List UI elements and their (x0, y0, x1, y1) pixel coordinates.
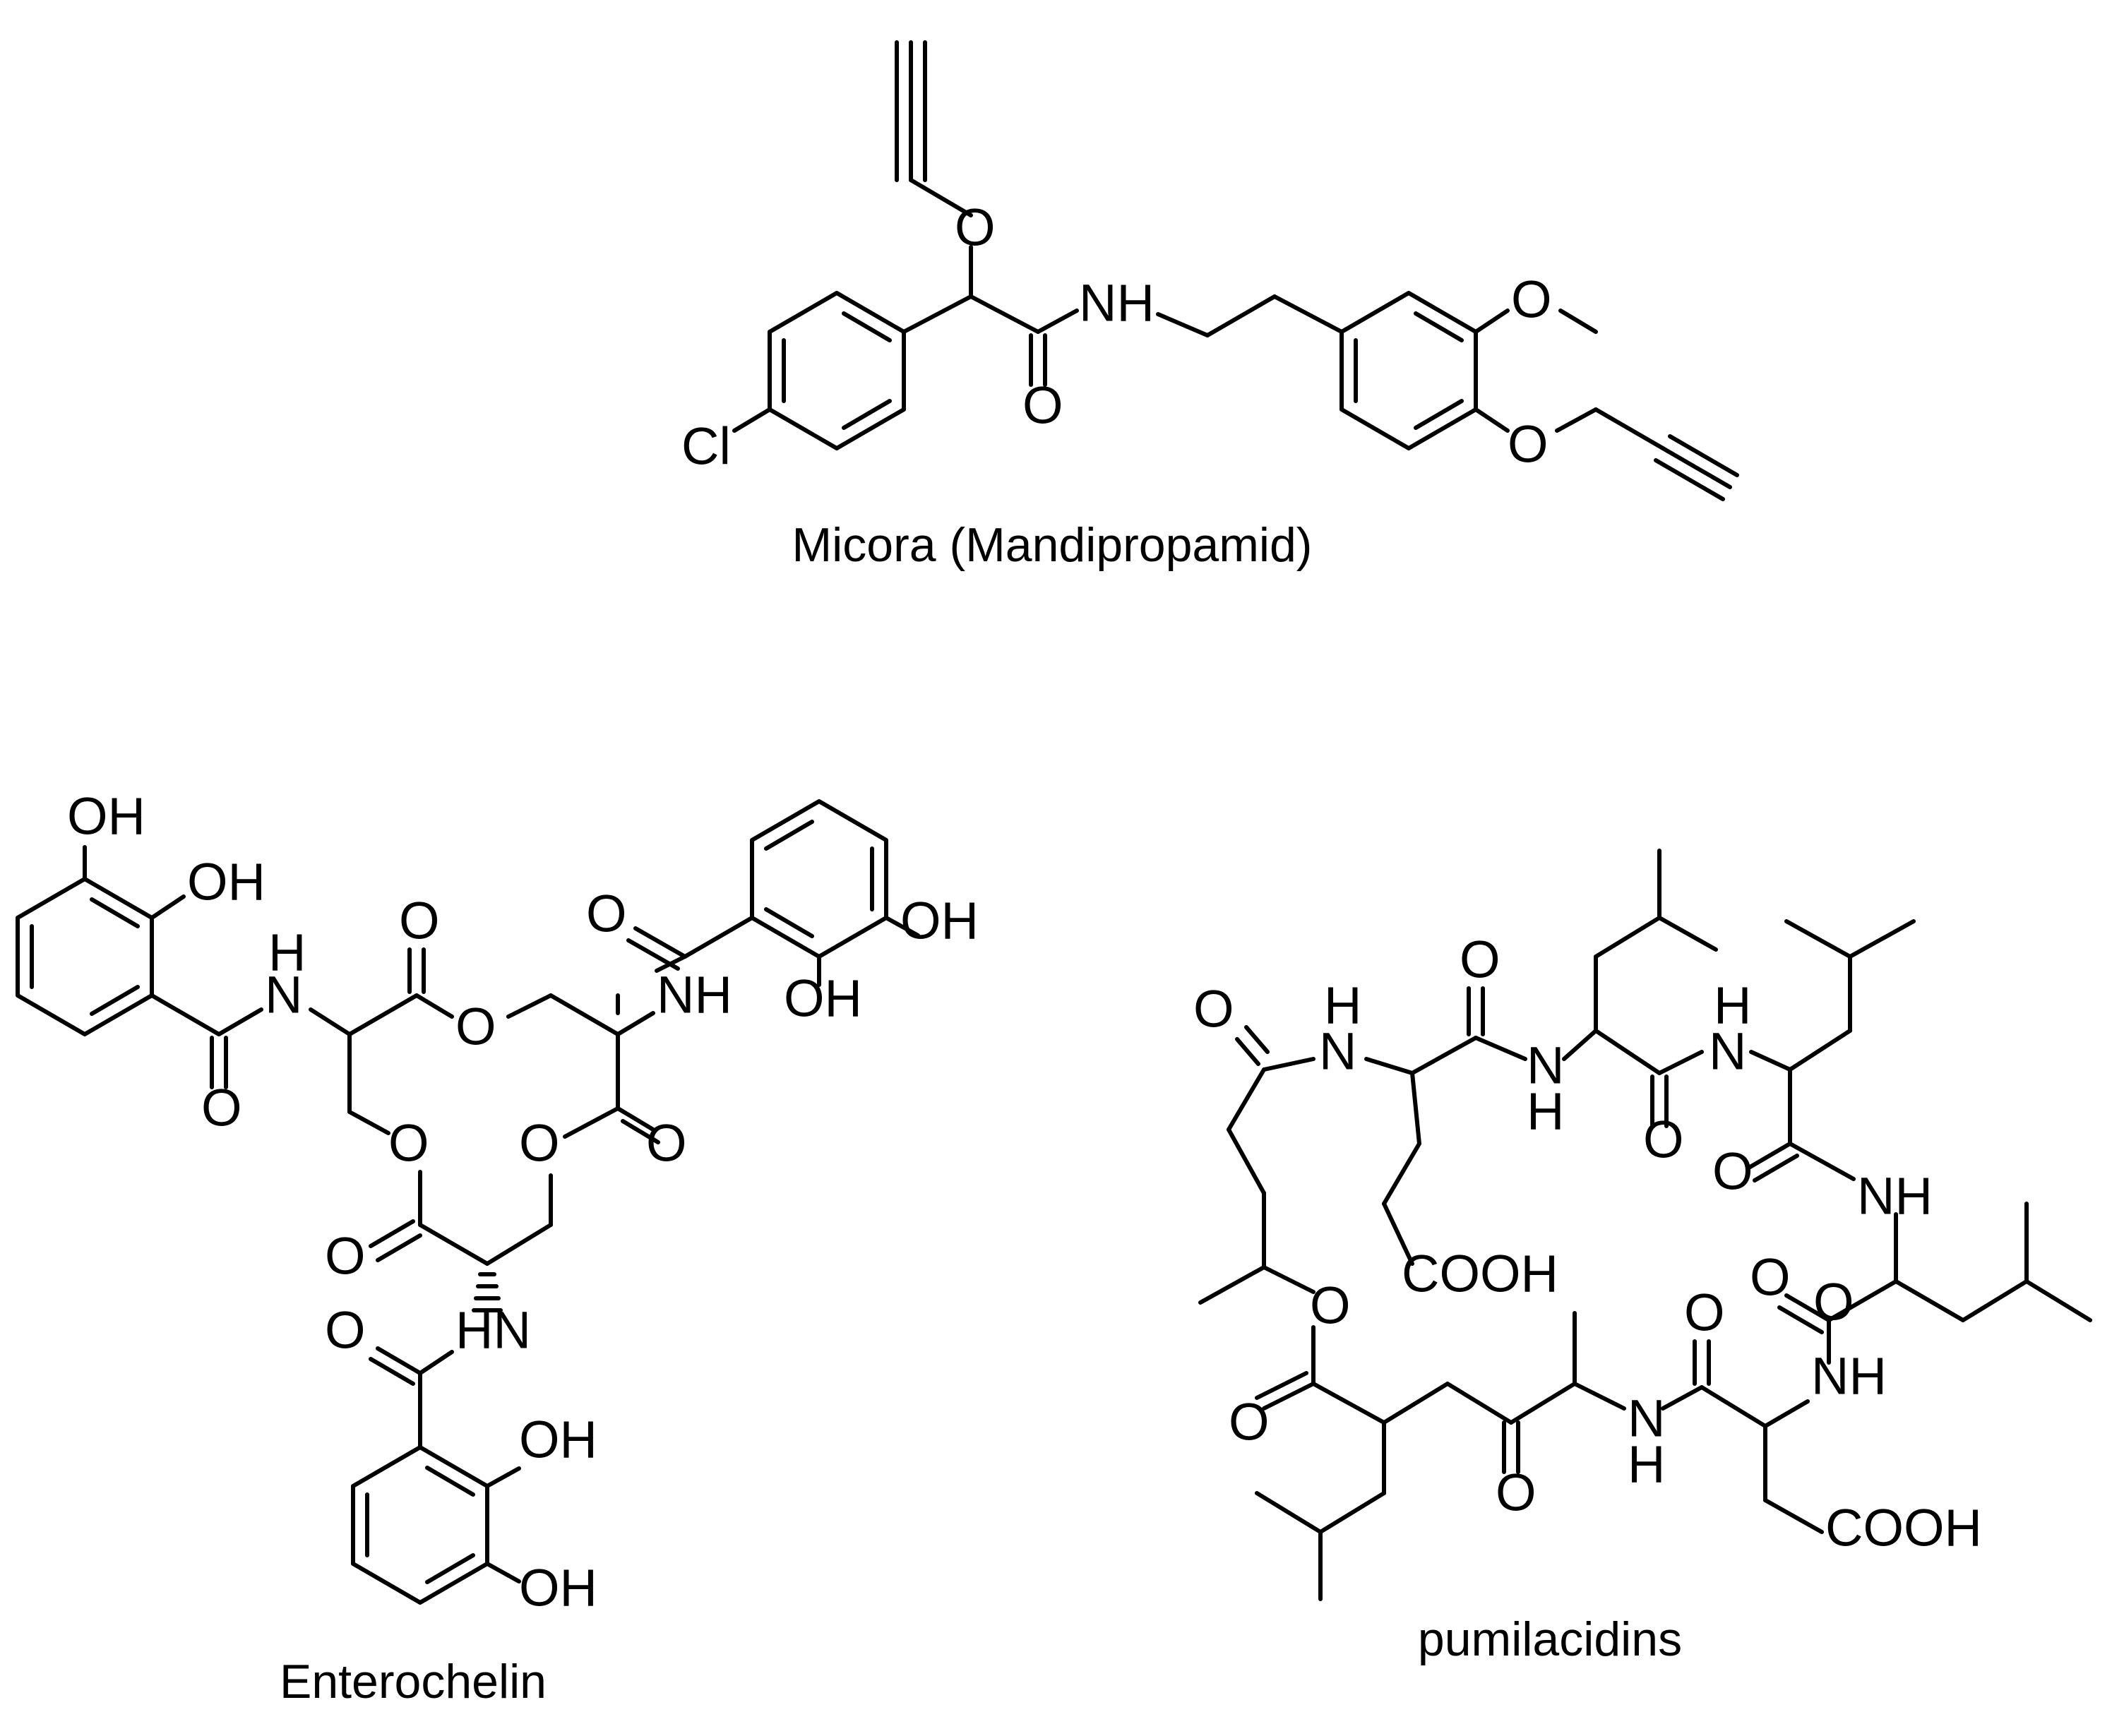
atom-o: O (1712, 1142, 1753, 1201)
atom-nh: NH (657, 966, 732, 1024)
atom-oh: OH (67, 787, 145, 846)
atom-h: H (1628, 1435, 1665, 1494)
atom-o: O (455, 998, 496, 1056)
atom-o: O (1193, 980, 1234, 1038)
atom-n: N (265, 966, 302, 1024)
atom-oh: OH (900, 892, 979, 950)
atom-o: O (519, 1114, 560, 1173)
molecule-mandipropamid: O NH O Cl O O Micora (Mandipropamid) (681, 40, 1739, 572)
atom-o: O (1813, 1273, 1854, 1331)
atom-o: O (1750, 1248, 1791, 1307)
atom-cooh: COOH (1825, 1499, 1982, 1557)
atom-nh: NH (1811, 1347, 1887, 1406)
atom-o: O (1511, 270, 1552, 329)
atom-o: O (325, 1301, 366, 1360)
molecule-pumilacidins: O H N O N H H N O O NH COOH O O O O O N … (1193, 849, 2092, 1666)
atom-h: H (1324, 976, 1361, 1035)
atom-o: O (1022, 376, 1063, 435)
caption-mandipropamid: Micora (Mandipropamid) (792, 518, 1313, 572)
atom-o: O (388, 1114, 429, 1173)
atom-o: O (586, 885, 627, 943)
atom-o: O (399, 892, 440, 950)
atom-h: H (1714, 976, 1751, 1035)
atom-oh: OH (784, 969, 862, 1028)
atom-o: O (1643, 1111, 1684, 1169)
atom-o: O (325, 1227, 366, 1286)
atom-o: O (1684, 1283, 1725, 1342)
atom-o: O (1229, 1393, 1270, 1451)
atom-n: N (1527, 1036, 1564, 1095)
atom-oh: OH (187, 853, 266, 911)
atom-oh: OH (519, 1559, 597, 1617)
caption-pumilacidins: pumilacidins (1418, 1612, 1682, 1666)
atom-o: O (1508, 415, 1549, 474)
atom-o: O (646, 1114, 687, 1173)
caption-enterochelin: Enterochelin (280, 1655, 547, 1708)
atom-o: O (1496, 1463, 1537, 1522)
atom-o: O (201, 1079, 242, 1137)
atom-oh: OH (519, 1411, 597, 1469)
atom-h: H (268, 923, 306, 982)
atom-h: H (1527, 1082, 1564, 1141)
atom-n: N (1628, 1389, 1665, 1448)
atom-n: N (1709, 1022, 1746, 1081)
atom-cooh: COOH (1402, 1245, 1558, 1303)
atom-cl: Cl (681, 417, 731, 476)
atom-o: O (1460, 930, 1500, 989)
molecule-enterochelin: OH OH H N O O O NH O OH OH O O O O HN O … (16, 787, 979, 1708)
atom-nh: NH (1857, 1167, 1933, 1226)
atom-n: N (1319, 1022, 1356, 1081)
atom-o: O (955, 198, 996, 257)
atom-o: O (1310, 1276, 1351, 1335)
atom-nh: NH (1079, 274, 1155, 333)
atom-hn: HN (455, 1301, 531, 1360)
